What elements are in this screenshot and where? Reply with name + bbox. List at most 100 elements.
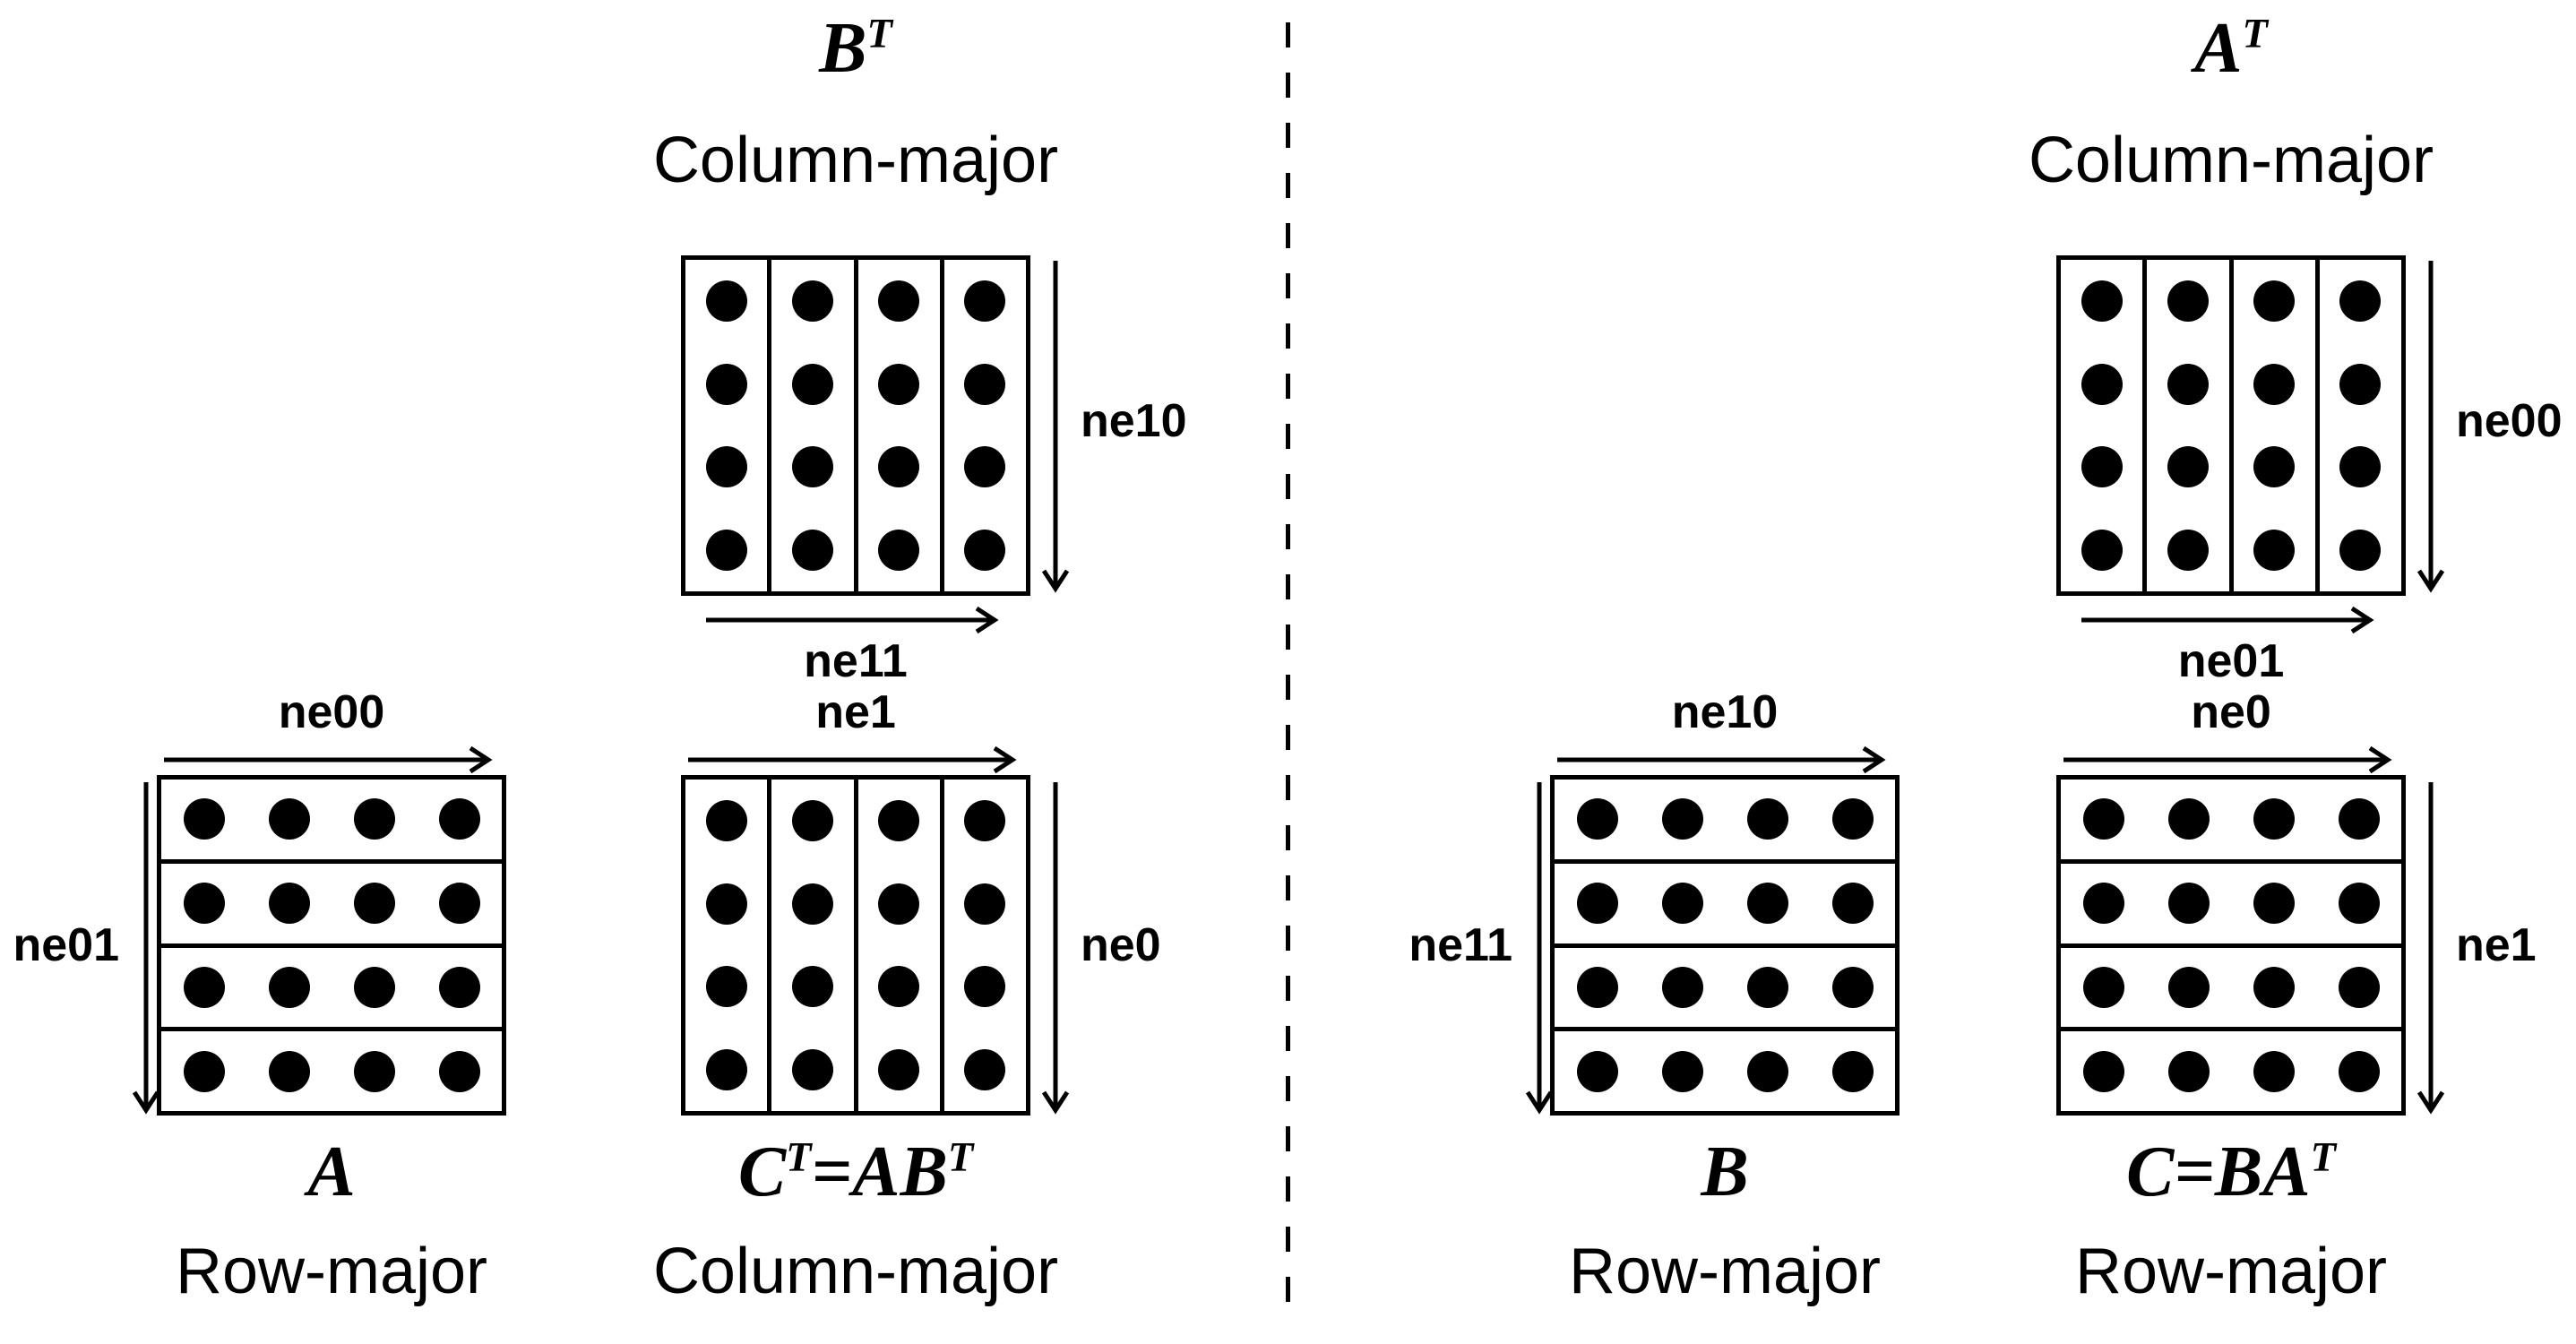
memory-strip <box>1555 943 1895 1028</box>
memory-strip <box>2142 260 2228 591</box>
ne11-left-label: ne11 <box>1409 919 1512 971</box>
ne1-right-label: ne1 <box>2456 919 2537 971</box>
matrix-element-dot <box>2081 363 2123 405</box>
matrix-element-dot <box>964 446 1006 488</box>
matrix-element-dot <box>2338 1050 2380 1092</box>
matrix-element-dot <box>2081 280 2123 323</box>
matrix-element-dot <box>1661 966 1703 1008</box>
matrix-grid-at <box>2061 260 2401 591</box>
matrix-element-dot <box>2339 446 2382 488</box>
memory-strip <box>2061 780 2401 859</box>
matrix-grid-a <box>161 780 502 1111</box>
ne10-label: ne10 <box>1081 395 1187 447</box>
ne0-top-label: ne0 <box>2191 686 2271 738</box>
matrix-element-dot <box>2082 966 2124 1008</box>
matrix-title-b: B <box>1701 1133 1749 1211</box>
matrix-element-dot <box>1831 1050 1874 1092</box>
layout-label-c: Row-major <box>2074 1236 2388 1307</box>
ne0-right-arrow-icon <box>2063 745 2392 774</box>
memory-strip <box>2061 260 2142 591</box>
matrix-element-dot <box>878 363 920 405</box>
matrix-at <box>2056 255 2406 596</box>
matrix-element-dot <box>2338 883 2380 925</box>
matrix-grid-bt <box>685 260 1026 591</box>
layout-label-at: Column-major <box>2028 125 2434 196</box>
matrix-title-ct: CT=ABT <box>737 1133 974 1211</box>
memory-strip <box>2314 260 2401 591</box>
ne1-right-arrow-icon <box>688 745 1017 774</box>
matrix-title-c: C=BAT <box>2125 1133 2336 1211</box>
matrix-element-dot <box>2167 446 2209 488</box>
dashed-divider <box>1286 22 1290 1322</box>
matrix-element-dot <box>2082 883 2124 925</box>
matrix-element-dot <box>2253 280 2296 323</box>
layout-label-bt: Column-major <box>652 125 1059 196</box>
ne11-right-arrow-icon <box>706 606 999 634</box>
matrix-element-dot <box>1576 883 1618 925</box>
ne00-label: ne00 <box>278 686 385 738</box>
matrix-c <box>2056 775 2406 1116</box>
matrix-grid-ct <box>685 780 1026 1111</box>
matrix-ct <box>681 775 1030 1116</box>
matrix-element-dot <box>1661 1050 1703 1092</box>
matrix-element-dot <box>353 966 395 1008</box>
matrix-element-dot <box>705 529 747 571</box>
matrix-element-dot <box>268 798 310 840</box>
matrix-element-dot <box>791 800 833 842</box>
matrix-element-dot <box>2253 363 2296 405</box>
matrix-element-dot <box>2253 966 2295 1008</box>
matrix-element-dot <box>1831 966 1874 1008</box>
memory-strip <box>161 943 502 1028</box>
matrix-element-dot <box>1746 883 1788 925</box>
memory-strip <box>853 260 940 591</box>
memory-strip <box>161 780 502 859</box>
matrix-element-dot <box>964 1048 1006 1090</box>
ne00-right-label: ne00 <box>2456 395 2563 447</box>
matrix-element-dot <box>183 1050 225 1092</box>
matrix-element-dot <box>878 800 920 842</box>
layout-label-a: Row-major <box>175 1236 488 1307</box>
matrix-element-dot <box>2339 529 2382 571</box>
ne01-right-arrow-icon <box>2081 606 2374 634</box>
matrix-element-dot <box>183 966 225 1008</box>
ne01-label: ne01 <box>13 919 119 971</box>
ne00-down-arrow-icon <box>2417 261 2445 593</box>
matrix-title-at: AT <box>2194 9 2268 88</box>
matrix-element-dot <box>705 883 747 925</box>
matrix-element-dot <box>268 1050 310 1092</box>
matrix-element-dot <box>964 883 1006 925</box>
matrix-element-dot <box>268 966 310 1008</box>
ne01-down-arrow-icon <box>132 782 160 1115</box>
memory-strip <box>853 780 940 1111</box>
matrix-element-dot <box>705 280 747 323</box>
matrix-element-dot <box>2253 446 2296 488</box>
matrix-element-dot <box>791 363 833 405</box>
ne11-down-arrow-icon <box>1525 782 1554 1115</box>
matrix-element-dot <box>1576 798 1618 840</box>
matrix-element-dot <box>2167 883 2210 925</box>
matrix-element-dot <box>2339 280 2382 323</box>
matrix-element-dot <box>2082 1050 2124 1092</box>
matrix-element-dot <box>878 280 920 323</box>
matrix-element-dot <box>1661 798 1703 840</box>
matrix-element-dot <box>2253 1050 2295 1092</box>
matrix-element-dot <box>2253 883 2295 925</box>
matrix-element-dot <box>791 280 833 323</box>
matrix-element-dot <box>2339 363 2382 405</box>
ne1-down-arrow-icon <box>2417 782 2445 1115</box>
matrix-element-dot <box>2167 280 2209 323</box>
matrix-element-dot <box>183 798 225 840</box>
matrix-element-dot <box>2253 798 2295 840</box>
matrix-element-dot <box>2167 363 2209 405</box>
matrix-element-dot <box>438 966 480 1008</box>
matrix-element-dot <box>2167 966 2210 1008</box>
matrix-element-dot <box>791 446 833 488</box>
matrix-element-dot <box>1661 883 1703 925</box>
memory-strip <box>767 780 853 1111</box>
matrix-element-dot <box>705 446 747 488</box>
matrix-a <box>157 775 506 1116</box>
matrix-element-dot <box>353 883 395 925</box>
matrix-element-dot <box>2167 798 2210 840</box>
memory-strip <box>2228 260 2315 591</box>
matrix-element-dot <box>438 1050 480 1092</box>
